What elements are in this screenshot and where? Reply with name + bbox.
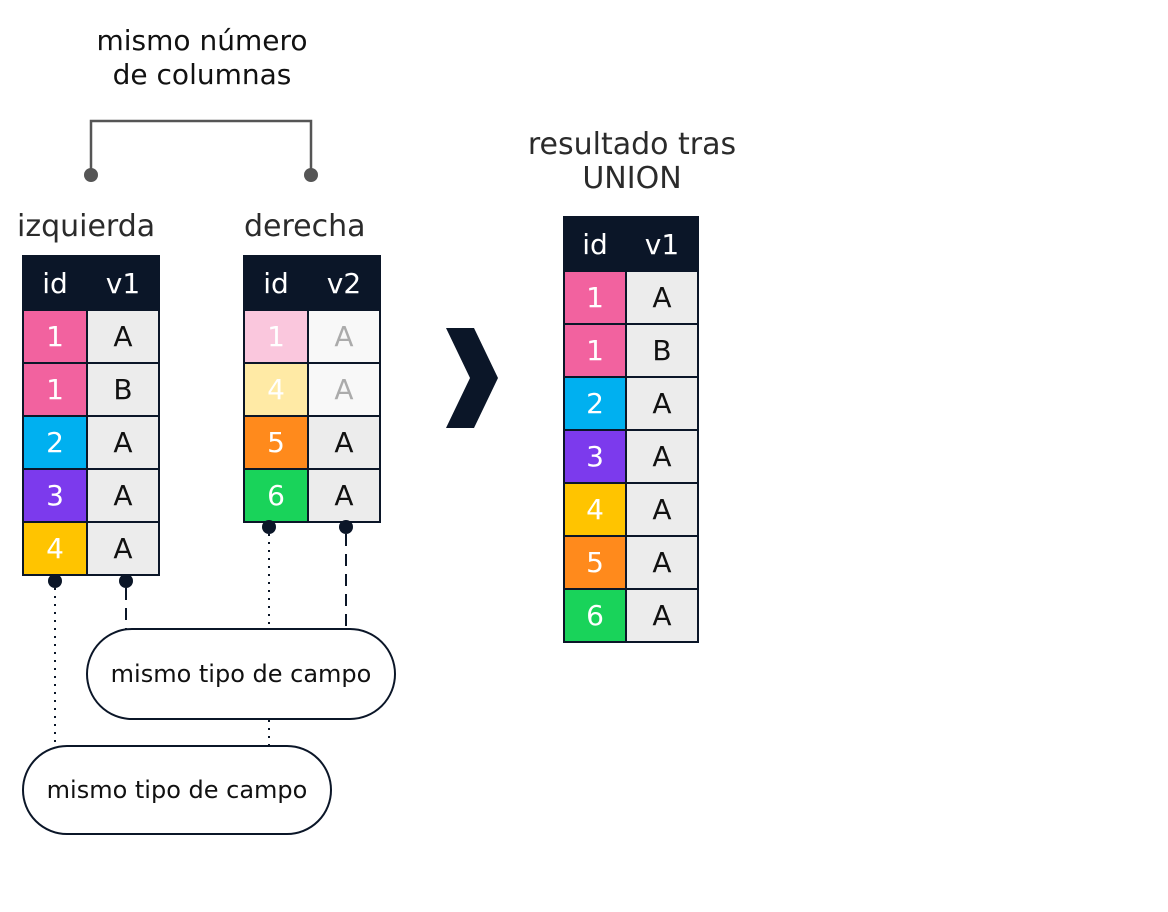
- result-id-cell: 2: [563, 376, 627, 431]
- left-value-cell: A: [86, 521, 160, 576]
- result-title-line2: UNION: [582, 161, 682, 196]
- left-id-cell: 1: [22, 362, 88, 417]
- right-header-v2: v2: [307, 255, 381, 311]
- result-header-v1: v1: [625, 216, 699, 272]
- left-value-cell: A: [86, 309, 160, 364]
- left-id-cell: 3: [22, 468, 88, 523]
- same-type-callout-upper: mismo tipo de campo: [86, 628, 396, 720]
- bracket-left-dot: [84, 168, 98, 182]
- left-v1-dot: [119, 574, 133, 588]
- left-header-id: id: [22, 255, 88, 311]
- result-value-cell: A: [625, 482, 699, 537]
- result-value-cell: A: [625, 376, 699, 431]
- left-value-cell: B: [86, 362, 160, 417]
- union-arrow-icon: [446, 328, 498, 428]
- result-id-cell: 5: [563, 535, 627, 590]
- result-id-cell: 4: [563, 482, 627, 537]
- result-id-cell: 1: [563, 323, 627, 378]
- same-columns-line1: mismo número: [96, 24, 308, 57]
- result-id-cell: 1: [563, 270, 627, 325]
- right-id-cell: 6: [243, 468, 309, 523]
- right-header-id: id: [243, 255, 309, 311]
- right-table-title: derecha: [244, 209, 366, 244]
- left-value-cell: A: [86, 468, 160, 523]
- same-type-callout-lower: mismo tipo de campo: [22, 745, 332, 835]
- left-value-cell: A: [86, 415, 160, 470]
- result-value-cell: A: [625, 588, 699, 643]
- left-header-v1: v1: [86, 255, 160, 311]
- result-value-cell: A: [625, 270, 699, 325]
- column-count-bracket: [89, 119, 313, 175]
- right-id-cell: 5: [243, 415, 309, 470]
- left-id-cell: 2: [22, 415, 88, 470]
- same-columns-label: mismo número de columnas: [52, 24, 352, 92]
- right-v2-dot: [339, 520, 353, 534]
- left-id-cell: 4: [22, 521, 88, 576]
- left-table-title: izquierda: [17, 209, 156, 244]
- left-id-dot: [48, 574, 62, 588]
- result-id-cell: 3: [563, 429, 627, 484]
- result-value-cell: A: [625, 429, 699, 484]
- result-value-cell: B: [625, 323, 699, 378]
- bracket-right-dot: [304, 168, 318, 182]
- right-id-cell: 4: [243, 362, 309, 417]
- right-id-dot: [262, 520, 276, 534]
- right-id-cell: 1: [243, 309, 309, 364]
- right-value-cell: A: [307, 362, 381, 417]
- left-id-cell: 1: [22, 309, 88, 364]
- right-value-cell: A: [307, 309, 381, 364]
- right-value-cell: A: [307, 468, 381, 523]
- result-id-cell: 6: [563, 588, 627, 643]
- result-header-id: id: [563, 216, 627, 272]
- result-value-cell: A: [625, 535, 699, 590]
- result-title-line1: resultado tras: [527, 127, 737, 162]
- result-title: resultado tras UNION: [502, 128, 762, 196]
- same-columns-line2: de columnas: [112, 58, 292, 91]
- right-value-cell: A: [307, 415, 381, 470]
